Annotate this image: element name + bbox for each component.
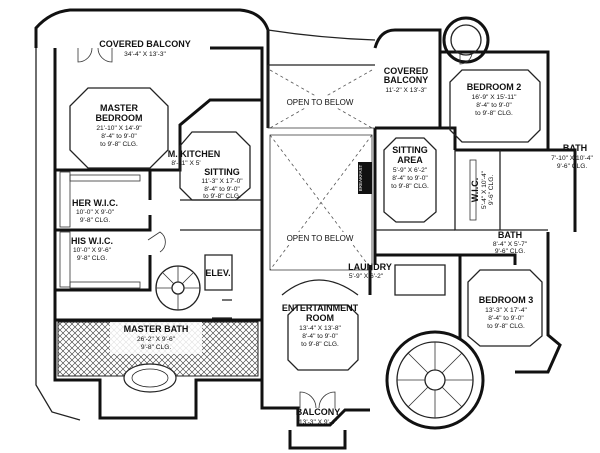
room-master-bath: MASTER BATH 26'-2" X 9'-6" 9'-8" CLG. (110, 322, 202, 354)
room-name: OPEN TO BELOW (287, 234, 354, 243)
room-dims: 8'-4" to 9'-0" (476, 102, 512, 109)
room-name: BATH (563, 143, 587, 153)
room-name: SITTING (204, 167, 240, 177)
room-name: ELEV. (205, 268, 230, 278)
room-dims: 16'-9" X 15'-11" (472, 94, 517, 101)
room-dims: 9'-6" CLG. (557, 163, 588, 170)
room-name-line2: ROOM (306, 313, 334, 323)
room-dims: 5'-4" X 10'-4" (481, 170, 488, 209)
room-name: M. KITCHEN (168, 149, 221, 159)
room-name: BEDROOM 3 (479, 295, 534, 305)
bathtub-inner (131, 368, 169, 388)
room-dims: 26'-2" X 9'-6" (137, 336, 176, 343)
closet-shelves (59, 159, 477, 289)
room-covered-balcony-left: COVERED BALCONY 34'-4" X 13'-3" (99, 39, 191, 58)
fireplace-label: BREAKFAST (358, 164, 363, 191)
room-dims: 8'-4" to 9'-0" (204, 186, 240, 193)
bathtub (123, 363, 177, 393)
room-name-line2: BALCONY (384, 75, 429, 85)
room-dims: 8'-4" to 9'-0" (101, 133, 137, 140)
room-name-line1: COVERED (384, 66, 429, 76)
room-dims: 9'-8" CLG. (141, 344, 172, 351)
room-bath-top: BATH 7'-10" X 10'-4" 9'-6" CLG. (551, 143, 593, 170)
room-wic-right: W.I.C. 5'-4" X 10'-4" 9'-6" CLG. (470, 170, 495, 209)
room-dims: to 9'-8" CLG. (203, 193, 241, 200)
room-sitting-left: SITTING 11'-3" X 17'-0" 8'-4" to 9'-0" t… (201, 167, 243, 200)
room-name: BATH (498, 230, 522, 240)
room-covered-balcony-right: COVERED BALCONY 11'-2" X 13'-3" (384, 66, 429, 94)
room-laundry: LAUNDRY 5'-9" X 6'-2" (348, 262, 392, 280)
room-dims: to 9'-8" CLG. (487, 323, 525, 330)
room-dims: 5'-9" X 6'-2" (393, 167, 428, 174)
doors (77, 47, 473, 409)
room-name: OPEN TO BELOW (287, 98, 354, 107)
room-dims: 9'-8" CLG. (80, 217, 111, 224)
room-name-line1: ENTERTAINMENT (282, 303, 359, 313)
room-bath-small: BATH 8'-4" X 5'-7" 9'-6" CLG. (493, 230, 528, 255)
room-dims: 7'-10" X 10'-4" (551, 155, 593, 162)
room-dims: to 9'-8" CLG. (475, 110, 513, 117)
room-name: LAUNDRY (348, 262, 392, 272)
room-dims: 13'-3" X 9'-4" (299, 419, 338, 426)
room-dims: 10'-0" X 9'-0" (76, 209, 115, 216)
room-dims: to 9'-8" CLG. (391, 183, 429, 190)
room-dims: 11'-3" X 17'-0" (201, 178, 243, 185)
room-dims: 9'-6" CLG. (488, 175, 495, 206)
room-her-wic: HER W.I.C. 10'-0" X 9'-0" 9'-8" CLG. (72, 198, 118, 224)
room-dims: 13'-4" X 13'-8" (299, 325, 341, 332)
room-dims: 10'-0" X 9'-6" (73, 247, 112, 254)
room-his-wic: HIS W.I.C. 10'-0" X 9'-6" 9'-8" CLG. (71, 236, 113, 262)
entertainment-arch (281, 279, 359, 296)
room-bedroom-2: BEDROOM 2 16'-9" X 15'-11" 8'-4" to 9'-0… (467, 82, 522, 117)
room-dims: 8'-4" to 9'-0" (302, 333, 338, 340)
room-name: BEDROOM 2 (467, 82, 522, 92)
room-open-to-below-top: OPEN TO BELOW (280, 96, 360, 108)
room-name-line2: BEDROOM (96, 113, 143, 123)
open-to-below-lines (267, 65, 375, 271)
room-name-line2: AREA (397, 155, 423, 165)
ceiling-octagons (69, 69, 543, 371)
room-bedroom-3: BEDROOM 3 13'-3" X 17'-4" 8'-4" to 9'-0"… (479, 295, 534, 330)
room-sitting-area: SITTING AREA 5'-9" X 6'-2" 8'-4" to 9'-0… (391, 145, 429, 190)
room-dims: 8'-4" X 5'-7" (493, 241, 528, 248)
room-dims: 5'-9" X 6'-2" (349, 273, 384, 280)
room-dims: 34'-4" X 13'-3" (124, 51, 166, 58)
room-dims: 21'-10" X 14'-9" (96, 125, 142, 132)
room-elevator: ELEV. (205, 268, 230, 278)
room-open-to-below-mid: OPEN TO BELOW (280, 232, 360, 244)
room-dims: 8'-4" to 9'-0" (488, 315, 524, 322)
room-name: HER W.I.C. (72, 198, 118, 208)
room-dims: to 9'-8" CLG. (100, 141, 138, 148)
room-dims: 9'-8" CLG. (77, 255, 108, 262)
room-name: COVERED BALCONY (99, 39, 191, 49)
spiral-stair-left (155, 265, 201, 311)
room-m-kitchen: M. KITCHEN 8'-11" X 5' (168, 149, 221, 167)
room-dims: 8'-11" X 5' (171, 160, 200, 167)
room-balcony: BALCONY 13'-3" X 9'-4" (296, 407, 341, 426)
room-dims: 9'-6" CLG. (495, 248, 526, 255)
room-dims: to 9'-8" CLG. (301, 341, 339, 348)
room-name-line1: SITTING (392, 145, 428, 155)
room-dims: 13'-3" X 17'-4" (485, 307, 527, 314)
room-name: W.I.C. (470, 178, 480, 203)
room-name: MASTER BATH (124, 324, 189, 334)
room-master-bedroom: MASTER BEDROOM 21'-10" X 14'-9" 8'-4" to… (96, 103, 143, 148)
room-name: HIS W.I.C. (71, 236, 113, 246)
room-entertainment: ENTERTAINMENT ROOM 13'-4" X 13'-8" 8'-4"… (282, 303, 359, 348)
room-dims: 8'-4" to 9'-0" (392, 175, 428, 182)
room-dims: 11'-2" X 13'-3" (385, 87, 427, 94)
room-name-line1: MASTER (100, 103, 139, 113)
fireplace (358, 162, 372, 194)
room-name: BALCONY (296, 407, 341, 417)
